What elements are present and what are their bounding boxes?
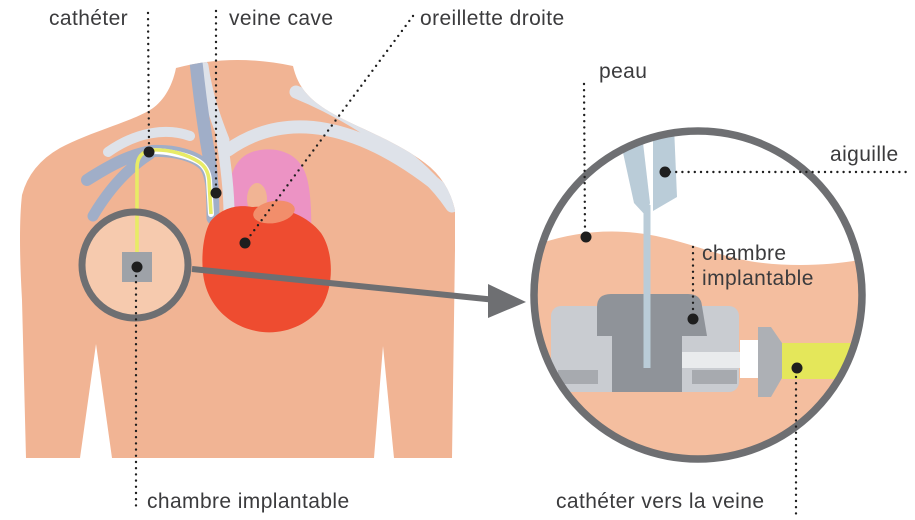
dot-oreillette [239,237,251,249]
port-connector-nozzle [758,327,782,397]
huber-needle [622,133,677,368]
vessel-over-aorta [215,133,235,215]
dot-chambre-inset [687,313,699,325]
needle-wing-left [622,134,650,216]
dot-aiguille [659,166,671,178]
port-connector-white [740,340,758,378]
dot-chambre-bottom [131,261,143,273]
zoom-arrow-shaft [191,266,497,303]
port-foot-right [692,370,737,384]
magnifier-circle [78,208,192,322]
leader-catheter [146,11,151,150]
label-peau: peau [599,60,648,83]
label-catheter: cathéter [49,7,129,30]
catheter-tube [782,343,860,379]
dot-catheter-veine [791,362,803,374]
port-foot-left [558,370,598,384]
catheter-line [135,148,213,254]
label-chambre-implantable-bottom: chambre implantable [147,490,350,513]
label-aiguille: aiguille [830,143,899,166]
dot-peau [580,231,592,243]
label-chambre-implantable-inset: chambre implantable [702,242,814,290]
label-oreillette-droite: oreillette droite [420,7,565,30]
leader-dots [131,146,803,374]
artery-arch-lower [221,120,455,203]
inset-circle-ring [530,127,866,463]
dot-catheter [143,146,155,158]
port-band [682,352,740,368]
leader-lines [134,9,908,518]
port-septum [597,294,707,336]
label-veine-cave: veine cave [229,7,334,30]
zoom-arrow-head [488,284,526,318]
artery-branch-left [103,126,195,157]
heart-atrium-patch [253,200,295,224]
heart-shape [202,206,331,333]
needle-shaft [643,205,651,368]
leader-peau [582,82,587,235]
dot-veine-cave [210,187,222,199]
label-catheter-vers-la-veine: cathéter vers la veine [556,490,765,513]
